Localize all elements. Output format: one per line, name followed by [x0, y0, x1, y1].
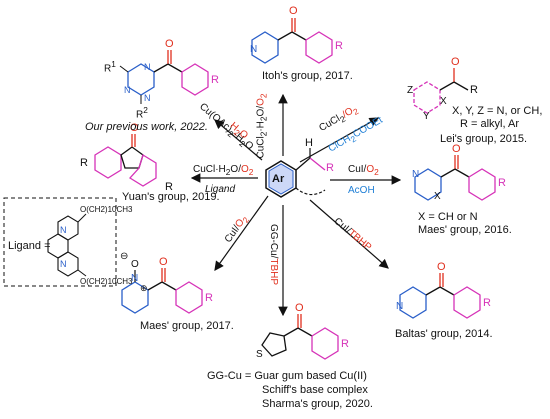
baltas-o-atom: O	[437, 261, 446, 273]
baltas-reference: Baltas' group, 2014.	[395, 328, 493, 340]
central-h-label: H	[305, 137, 313, 149]
maes2016-reagent-line1: CuI/O2	[348, 164, 379, 177]
sharma-footnote-1: GG-Cu = Guar gum based Cu(II)	[207, 370, 367, 382]
itoh-n-atom: N	[250, 44, 258, 55]
central-r-label: R	[326, 162, 334, 174]
sharma-r-label: R	[341, 338, 349, 350]
yuan-product	[94, 134, 157, 187]
sharma-footnote-2: Schiff's base complex	[262, 384, 368, 396]
maes2017-carbonyl-o: O	[159, 256, 168, 268]
lei-condition-2: R = alkyl, Ar	[460, 118, 519, 130]
lei-reference: Lei's group, 2015.	[440, 133, 528, 145]
yuan-reagent-line2: Ligand	[205, 184, 236, 195]
lei-product	[413, 68, 469, 114]
itoh-product	[251, 18, 333, 64]
sharma-o-atom: O	[295, 302, 304, 314]
lei-x-atom: X	[440, 96, 447, 107]
yuan-o-atom: O	[130, 122, 139, 134]
maes2016-condition: X = CH or N	[418, 211, 478, 223]
lei-y-atom: Y	[423, 111, 430, 122]
itoh-r-label: R	[335, 40, 343, 52]
lei-r-label: R	[470, 84, 478, 96]
ligand-chain-bottom: O(CH2)10CH3	[80, 277, 133, 286]
baltas-r-label: R	[483, 297, 491, 309]
itoh-reference: Itoh's group, 2017.	[262, 70, 353, 82]
triazine-product	[119, 50, 209, 104]
triazine-n1: N	[144, 62, 151, 72]
yuan-reagent-line1: CuCl·H2O/O2	[193, 164, 254, 177]
maes2017-o-atom: O	[131, 259, 139, 270]
maes2017-r-label: R	[205, 292, 213, 304]
ligand-n1: N	[60, 225, 67, 235]
ar-ring-label: Ar	[272, 173, 285, 185]
triazine-n2: N	[124, 85, 131, 95]
itoh-o-atom: O	[289, 5, 298, 17]
maes2017-minus: ⊖	[120, 251, 129, 262]
maes2017-product	[121, 268, 203, 314]
yuan-reference: Yuan's group, 2019.	[122, 191, 220, 203]
sharma-footnote-3: Sharma's group, 2020.	[262, 398, 373, 410]
maes2016-reference: Maes' group, 2016.	[418, 224, 512, 236]
maes2016-r-label: R	[498, 177, 506, 189]
maes2016-reagent-line2: AcOH	[348, 185, 375, 196]
central-substrate	[265, 148, 326, 198]
itoh-reagent: CuCl2·H2O/O2	[255, 93, 269, 159]
triazine-o-atom: O	[165, 38, 174, 50]
lei-z-atom: Z	[407, 85, 414, 96]
ligand-label: Ligand =	[8, 240, 51, 252]
maes2016-o-atom: O	[452, 143, 461, 155]
ligand-structure	[47, 213, 87, 277]
maes2017-n-atom: N	[131, 273, 139, 284]
triazine-r1: R1	[104, 59, 116, 75]
maes2016-x-atom: X	[434, 191, 441, 202]
maes2017-reference: Maes' group, 2017.	[140, 320, 234, 332]
sharma-product	[261, 314, 339, 360]
maes2016-n-atom: N	[412, 169, 420, 180]
triazine-r-label: R	[211, 74, 219, 86]
yuan-r-right: R	[165, 181, 173, 193]
sharma-reagent: GG-Cu/TBHP	[268, 223, 280, 286]
ligand-box	[3, 197, 117, 287]
ligand-chain-top: O(CH2)10CH3	[80, 205, 133, 214]
lei-condition-1: X, Y, Z = N, or CH,	[452, 105, 543, 117]
baltas-n-atom: N	[396, 301, 404, 312]
triazine-r2: R2	[136, 105, 148, 121]
yuan-r-left: R	[80, 157, 88, 169]
maes2017-plus: ⊕	[140, 283, 148, 293]
triazine-reference: Our previous work, 2022.	[85, 121, 208, 133]
lei-o-atom: O	[451, 56, 460, 68]
route-arrows	[190, 93, 402, 317]
maes2016-product	[414, 155, 496, 201]
triazine-n3: N	[144, 93, 151, 103]
ligand-n2: N	[60, 259, 67, 269]
baltas-product	[399, 273, 481, 319]
sharma-s-atom: S	[256, 349, 263, 360]
